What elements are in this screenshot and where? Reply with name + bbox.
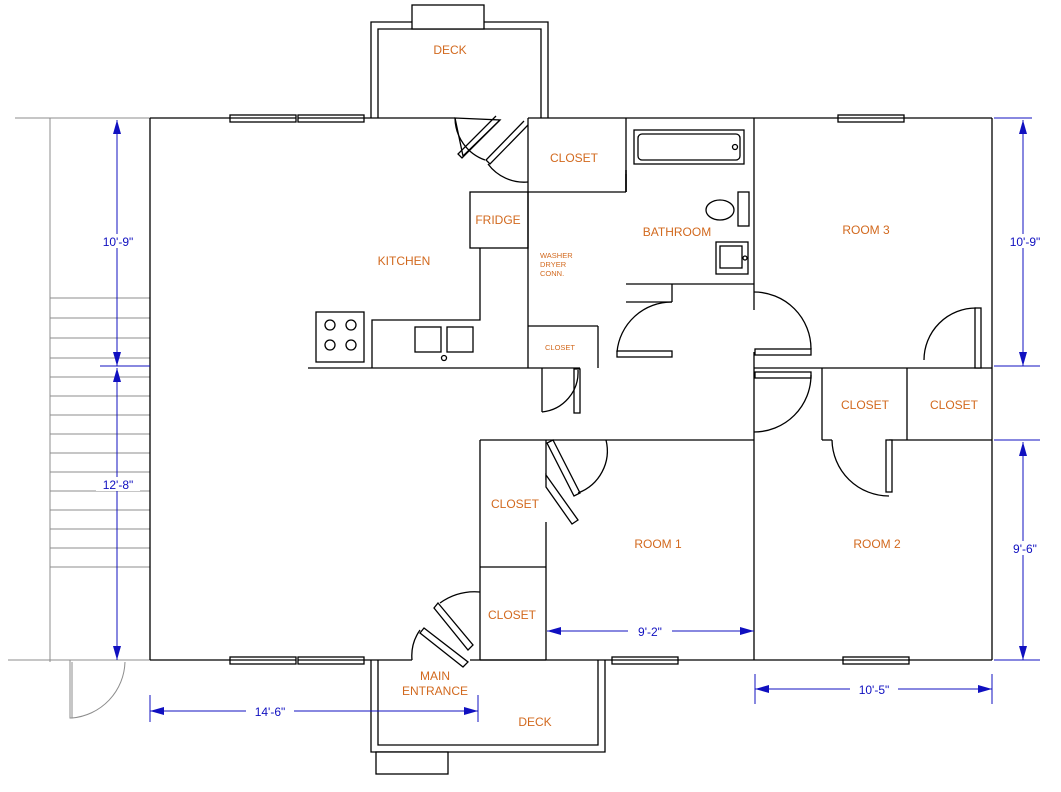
dim-left-upper: 10'-9" — [103, 235, 134, 249]
windows — [229, 114, 910, 665]
label-washer-line2: DRYER — [540, 260, 567, 269]
exterior-stairs — [8, 117, 150, 719]
label-kitchen: KITCHEN — [378, 254, 431, 268]
label-closet-small: CLOSET — [545, 343, 575, 352]
stove-icon — [315, 311, 365, 363]
label-closet-entry: CLOSET — [488, 608, 537, 622]
toilet-icon — [705, 199, 735, 221]
bath-sink-icon — [715, 241, 749, 275]
label-main-entrance-line2: ENTRANCE — [402, 684, 468, 698]
interior-walls — [308, 118, 992, 661]
bottom-deck — [370, 660, 606, 775]
label-main-entrance-line1: MAIN — [420, 669, 450, 683]
label-closet-r2-right: CLOSET — [930, 398, 979, 412]
label-bathroom: BATHROOM — [643, 225, 711, 239]
label-closet-top: CLOSET — [550, 151, 599, 165]
fridge-outline — [469, 191, 529, 249]
dim-right-upper: 10'-9" — [1010, 235, 1041, 249]
fixtures — [315, 129, 750, 363]
dim-bottom-left: 14'-6" — [255, 705, 286, 719]
dim-room1-width: 9'-2" — [638, 625, 662, 639]
label-deck-top: DECK — [433, 43, 466, 57]
label-room1: ROOM 1 — [634, 537, 682, 551]
kitchen-sink-icon — [414, 326, 442, 353]
bathtub-icon — [633, 129, 745, 165]
label-fridge: FRIDGE — [475, 213, 520, 227]
label-room3: ROOM 3 — [842, 223, 890, 237]
dim-left-lower: 12'-8" — [103, 478, 134, 492]
label-deck-bottom: DECK — [518, 715, 551, 729]
top-deck — [370, 4, 549, 118]
label-washer-line1: WASHER — [540, 251, 573, 260]
dimension-lines — [100, 117, 1040, 722]
dimension-texts: 10'-9" 12'-8" 10'-9" 9'-6" 14'-6" 9'-2" … — [96, 234, 1047, 719]
dim-right-lower: 9'-6" — [1013, 542, 1037, 556]
label-closet-room1: CLOSET — [491, 497, 540, 511]
dim-bottom-right: 10'-5" — [859, 683, 890, 697]
label-washer-line3: CONN. — [540, 269, 564, 278]
exterior-walls — [149, 117, 993, 661]
doors — [411, 115, 982, 668]
label-closet-r2-left: CLOSET — [841, 398, 890, 412]
room-labels: DECK CLOSET FRIDGE BATHROOM ROOM 3 KITCH… — [378, 43, 979, 729]
label-room2: ROOM 2 — [853, 537, 901, 551]
